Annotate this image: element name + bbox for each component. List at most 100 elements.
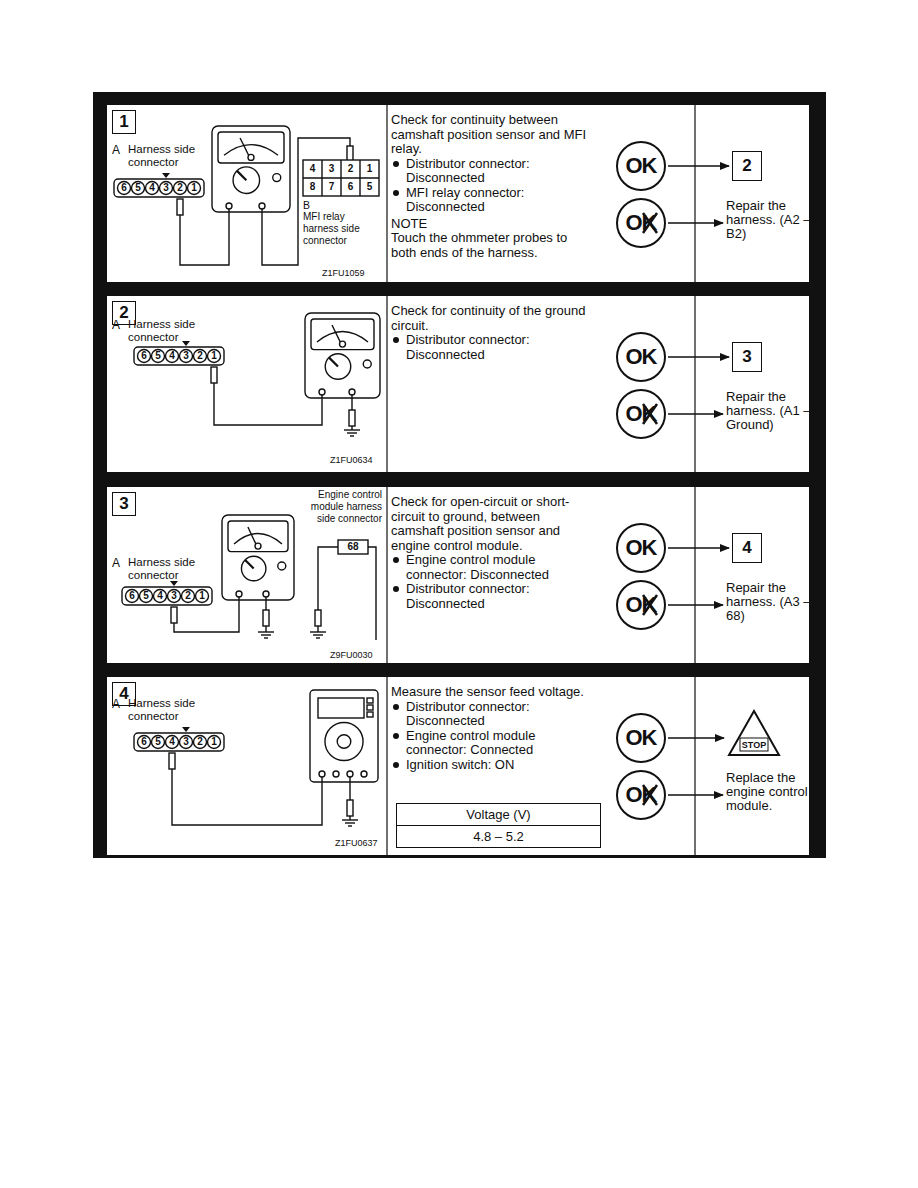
connector-pin <box>160 182 173 195</box>
pin-number: 2 <box>341 163 360 175</box>
connector-pin <box>146 182 159 195</box>
connector-pin <box>182 590 195 603</box>
pin-number: 3 <box>322 163 341 175</box>
part-label: Harness side connector <box>128 143 218 169</box>
condition-item: Distributor connector: Disconnected <box>391 700 595 729</box>
panel-ground <box>106 486 810 664</box>
test-lead <box>180 209 229 265</box>
part-label: A <box>112 697 126 711</box>
divider <box>386 676 387 856</box>
part-label: Harness side connector <box>128 318 218 344</box>
meter-jack <box>349 389 355 395</box>
test-lead <box>318 547 338 610</box>
pin-number: 1 <box>207 736 221 748</box>
ok-mark: OK <box>626 344 657 370</box>
ng-mark: OK <box>626 401 657 427</box>
pin-number: 4 <box>165 736 179 748</box>
needle-pivot <box>248 154 254 160</box>
condition-item: Engine control module connector: Connect… <box>391 729 595 758</box>
connector-pin <box>208 736 221 749</box>
repair-text: Repair the harness. (A1 – Ground) <box>726 390 812 432</box>
ok-circle: OK <box>616 713 666 763</box>
connector-pin <box>188 182 201 195</box>
zero-adjust <box>278 562 286 570</box>
pin-marker <box>182 341 190 346</box>
test-lead <box>349 777 350 800</box>
zero-adjust <box>363 360 371 368</box>
test-probe <box>347 800 353 816</box>
pin-number: 5 <box>131 182 145 194</box>
ok-mark: OK <box>626 725 657 751</box>
repair-text: Repair the harness. (A2 – B2) <box>726 199 812 241</box>
meter-button <box>367 712 373 717</box>
ohmmeter-body <box>222 515 294 600</box>
next-step-box: 2 <box>732 151 762 181</box>
instruction-text: Measure the sensor feed voltage. <box>391 685 595 700</box>
connector-pin <box>118 182 131 195</box>
bullet-dot <box>393 337 399 343</box>
connector-pin <box>194 350 207 363</box>
repair-action: Repair the harness. (A3 – 68) <box>726 581 812 623</box>
connector-pin <box>166 350 179 363</box>
pin-number: 2 <box>193 350 207 362</box>
step-panel: Check for continuity between camshaft po… <box>106 104 810 283</box>
condition-item: Distributor connector: Disconnected <box>391 157 595 186</box>
test-lead <box>265 626 266 632</box>
pin-number: 4 <box>145 182 159 194</box>
part-label: Harness side connector <box>128 697 218 723</box>
connector-pin <box>152 736 165 749</box>
pin-number: 5 <box>151 736 165 748</box>
test-probe <box>349 410 355 426</box>
pin-number: 3 <box>159 182 173 194</box>
bullet-dot <box>393 704 399 710</box>
pin-number: 6 <box>137 736 151 748</box>
relay-grid <box>340 160 341 196</box>
instruction-block: Measure the sensor feed voltage.Distribu… <box>391 685 595 772</box>
flow-arrow <box>668 222 723 224</box>
connector-pin <box>168 590 181 603</box>
panel-ground <box>106 295 810 473</box>
selector-dial <box>325 722 363 760</box>
bullet-dot <box>393 586 399 592</box>
ohmmeter-body <box>212 126 290 212</box>
meter-jack <box>361 771 367 777</box>
connector-body <box>134 347 224 365</box>
knob-pointer <box>329 358 338 367</box>
meter-jack <box>236 591 242 597</box>
test-lead <box>214 383 322 425</box>
figure-code: Z1FU0637 <box>335 838 397 848</box>
test-lead <box>172 769 322 825</box>
step-panel: Measure the sensor feed voltage.Distribu… <box>106 676 810 856</box>
pin-number: 1 <box>360 163 379 175</box>
next-step-box: 3 <box>732 342 762 372</box>
pin-number: 1 <box>187 182 201 194</box>
panel-dividers <box>387 104 695 856</box>
flow-arrow <box>668 547 729 549</box>
pin-number: 4 <box>303 163 322 175</box>
connector-pin <box>154 590 167 603</box>
bullet-dot <box>393 557 399 563</box>
test-probe <box>211 367 217 383</box>
ground-symbol <box>316 637 320 638</box>
bullet-dot <box>393 762 399 768</box>
ground-symbol <box>261 634 271 635</box>
part-label: A <box>112 143 126 157</box>
step-number: 1 <box>119 112 128 132</box>
pin-number: 3 <box>179 736 193 748</box>
connector-pin <box>126 590 139 603</box>
stop-triangle: STOP <box>727 709 781 757</box>
pin-number: 4 <box>165 350 179 362</box>
ground-symbol <box>347 432 357 433</box>
pin-number: 1 <box>207 350 221 362</box>
meter-jack <box>347 771 353 777</box>
ground-symbol <box>342 819 358 820</box>
frame-ground <box>93 92 826 858</box>
pin-number: 5 <box>360 181 379 193</box>
repair-text: Replace the engine control module. <box>726 771 812 813</box>
test-probe <box>177 199 183 215</box>
pin-number: 6 <box>125 590 139 602</box>
repair-text: Repair the harness. (A3 – 68) <box>726 581 812 623</box>
instruction-block: Check for open-circuit or short-circuit … <box>391 495 595 611</box>
flow-arrow <box>668 737 724 739</box>
ng-mark: OK <box>626 210 657 236</box>
